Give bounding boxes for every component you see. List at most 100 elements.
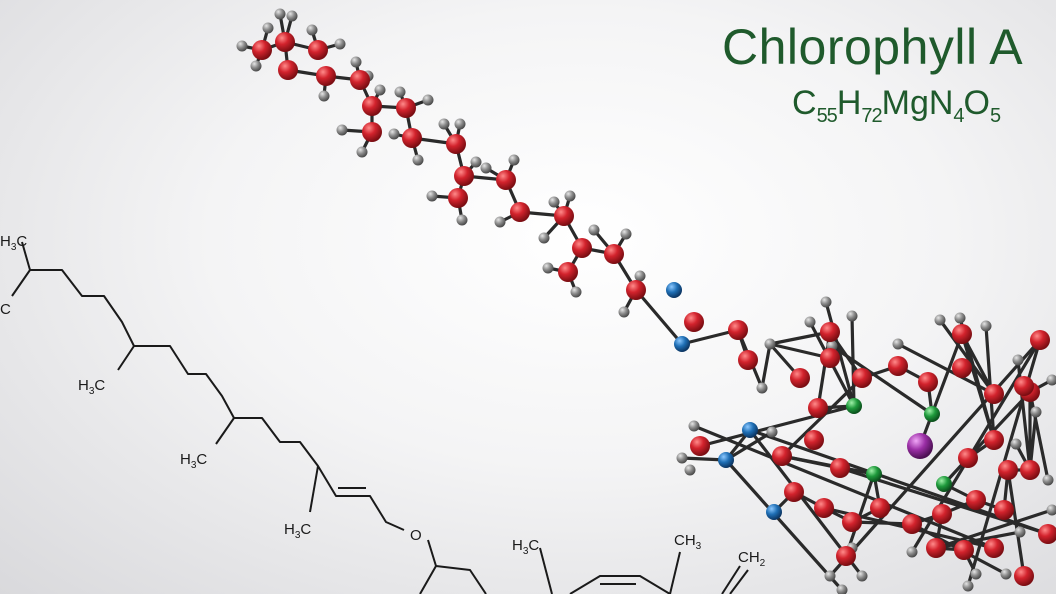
- carbon-atom: [252, 40, 272, 60]
- nitrogen-atom: [924, 406, 940, 422]
- carbon-atom: [926, 538, 946, 558]
- hydrogen-atom: [508, 154, 520, 166]
- hydrogen-atom: [684, 464, 696, 476]
- hydrogen-atom: [856, 570, 868, 582]
- hydrogen-atom: [494, 216, 506, 228]
- hydrogen-atom: [836, 584, 848, 594]
- nitrogen-atom: [866, 466, 882, 482]
- hydrogen-atom: [1012, 354, 1024, 366]
- oxygen-atom: [666, 282, 682, 298]
- carbon-atom: [954, 540, 974, 560]
- carbon-atom: [684, 312, 704, 332]
- hydrogen-atom: [274, 8, 286, 20]
- carbon-atom: [690, 436, 710, 456]
- hydrogen-atom: [454, 118, 466, 130]
- model-bond: [768, 330, 832, 346]
- carbon-atom: [316, 66, 336, 86]
- carbon-atom: [984, 430, 1004, 450]
- hydrogen-atom: [470, 156, 482, 168]
- hydrogen-atom: [846, 310, 858, 322]
- hydrogen-atom: [804, 316, 816, 328]
- formula-element: C: [792, 84, 817, 122]
- formula-element: O: [963, 84, 990, 122]
- hydrogen-atom: [388, 128, 400, 140]
- carbon-atom: [902, 514, 922, 534]
- label-h3c-4: H3C: [284, 521, 311, 541]
- hydrogen-atom: [1030, 406, 1042, 418]
- hydrogen-atom: [564, 190, 576, 202]
- label-c-edge: C: [0, 301, 11, 318]
- carbon-atom: [1014, 376, 1034, 396]
- nitrogen-atom: [936, 476, 952, 492]
- label-h3c-2: H3C: [78, 377, 105, 397]
- carbon-atom: [772, 446, 792, 466]
- hydrogen-atom: [262, 22, 274, 34]
- carbon-atom: [918, 372, 938, 392]
- model-bond: [934, 508, 1054, 550]
- hydrogen-atom: [350, 56, 362, 68]
- carbon-atom: [308, 40, 328, 60]
- oxygen-atom: [718, 452, 734, 468]
- ball-and-stick-model: [236, 8, 1056, 594]
- model-atoms: [236, 8, 1056, 594]
- hydrogen-atom: [456, 214, 468, 226]
- hydrogen-atom: [412, 154, 424, 166]
- carbon-atom: [362, 96, 382, 116]
- carbon-atom: [738, 350, 758, 370]
- carbon-atom: [1030, 330, 1050, 350]
- model-bond: [760, 342, 772, 390]
- carbon-atom: [446, 134, 466, 154]
- model-bond: [824, 300, 856, 408]
- hydrogen-atom: [394, 86, 406, 98]
- hydrogen-atom: [766, 426, 778, 438]
- hydrogen-atom: [906, 546, 918, 558]
- hydrogen-atom: [334, 38, 346, 50]
- carbon-atom: [790, 368, 810, 388]
- carbon-atom: [814, 498, 834, 518]
- formula-subscript: 72: [861, 105, 882, 127]
- carbon-atom: [852, 368, 872, 388]
- hydrogen-atom: [374, 84, 386, 96]
- hydrogen-atom: [1046, 374, 1056, 386]
- hydrogen-atom: [422, 94, 434, 106]
- formula-element: H: [836, 84, 862, 122]
- carbon-atom: [804, 430, 824, 450]
- carbon-atom: [572, 238, 592, 258]
- magnesium-atom: [907, 433, 933, 459]
- carbon-atom: [454, 166, 474, 186]
- carbon-atom: [1014, 566, 1034, 586]
- hydrogen-atom: [570, 286, 582, 298]
- model-bond: [830, 344, 934, 416]
- model-bond: [724, 458, 844, 592]
- hydrogen-atom: [620, 228, 632, 240]
- hydrogen-atom: [250, 60, 262, 72]
- nitrogen-atom: [846, 398, 862, 414]
- hydrogen-atom: [336, 124, 348, 136]
- formula-subscript: 55: [816, 105, 838, 127]
- label-h3c-5: H3C: [512, 537, 539, 557]
- hydrogen-atom: [764, 338, 776, 350]
- model-bond: [768, 342, 832, 360]
- hydrogen-atom: [962, 580, 974, 592]
- carbon-atom: [984, 384, 1004, 404]
- model-bond: [828, 338, 1042, 578]
- hydrogen-atom: [542, 262, 554, 274]
- model-bond: [724, 430, 774, 462]
- hydrogen-atom: [892, 338, 904, 350]
- hydrogen-atom: [438, 118, 450, 130]
- hydrogen-atom: [1042, 474, 1054, 486]
- carbon-atom: [448, 188, 468, 208]
- carbon-atom: [1020, 460, 1040, 480]
- formula-element: Mg: [881, 84, 929, 122]
- carbon-atom: [496, 170, 516, 190]
- hydrogen-atom: [588, 224, 600, 236]
- carbon-atom: [604, 244, 624, 264]
- hydrogen-atom: [824, 570, 836, 582]
- carbon-atom: [888, 356, 908, 376]
- model-bond: [780, 454, 876, 476]
- carbon-atom: [728, 320, 748, 340]
- hydrogen-atom: [538, 232, 550, 244]
- formula-subscript: 5: [990, 105, 1001, 127]
- oxygen-atom: [674, 336, 690, 352]
